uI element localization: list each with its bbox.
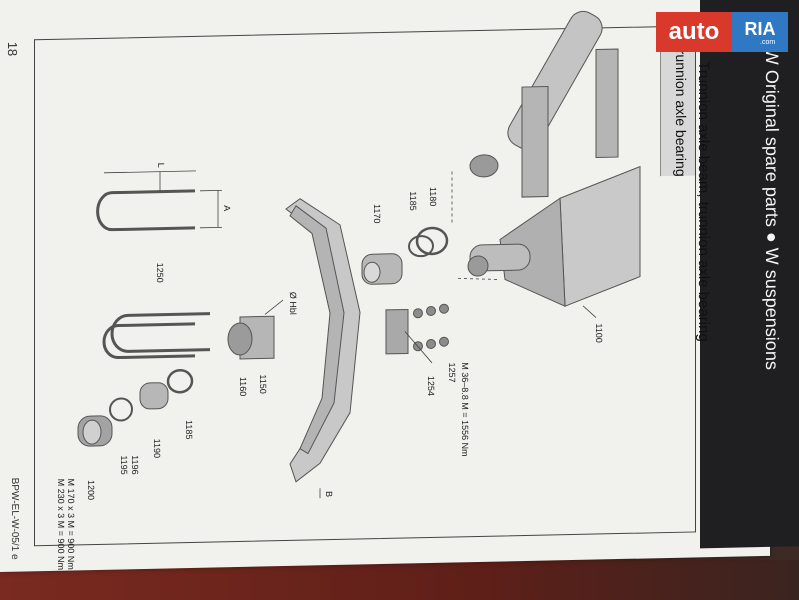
label-1200: 1200 xyxy=(86,480,96,500)
label-1196: 1196 xyxy=(130,455,140,475)
bushing-1170 xyxy=(361,253,403,285)
u-bolt-dimensioned xyxy=(96,189,195,232)
label-1257: 1257 xyxy=(447,362,457,382)
label-1185-lower: 1185 xyxy=(184,420,194,440)
dim-hbl: Ø Hbl xyxy=(288,292,298,315)
bearing-1190 xyxy=(139,382,169,410)
label-1100: 1100 xyxy=(594,323,604,343)
label-1254: 1254 xyxy=(426,376,436,396)
nut-1200 xyxy=(77,415,113,447)
dim-L: L xyxy=(156,163,166,168)
trunnion-beam-upper xyxy=(469,10,619,198)
trunnion-beam-lower xyxy=(467,165,641,307)
dim-B: B xyxy=(324,491,334,497)
label-1190: 1190 xyxy=(152,439,162,459)
label-1170: 1170 xyxy=(372,204,382,224)
label-1195: 1195 xyxy=(119,455,129,475)
header-band xyxy=(700,0,799,549)
exploded-parts-drawing: 1100 1180 1185 1170 1250 1254 1257 1150 … xyxy=(56,10,641,570)
label-1250: 1250 xyxy=(155,263,165,283)
catalog-page: BPW Original spare parts ● W suspensions… xyxy=(0,0,799,573)
label-1150: 1150 xyxy=(258,374,268,394)
logo-auto-text: auto xyxy=(656,12,732,52)
torque-m170: M 170 x 3 M = 900 Nm xyxy=(66,478,76,569)
torque-m36: M 36–8.8 M = 1556 Nm xyxy=(460,362,470,457)
leaf-spring xyxy=(285,198,361,483)
clamp-1150 xyxy=(227,315,275,360)
nuts-1257 xyxy=(413,303,449,352)
logo-ria-text: RIA xyxy=(732,12,788,52)
dim-A: A xyxy=(222,205,232,211)
logo-com-text: .com xyxy=(760,39,776,46)
label-1180: 1180 xyxy=(428,187,438,207)
torque-m230: M 230 x 3 M = 900 Nm xyxy=(56,479,66,570)
band-title: BPW Original spare parts ● W suspensions xyxy=(762,23,782,371)
autoria-logo: auto RIA .com xyxy=(656,12,788,52)
label-1160: 1160 xyxy=(238,377,248,397)
plate-1254 xyxy=(385,308,409,355)
u-bolts-1250 xyxy=(102,312,210,360)
label-1185-upper: 1185 xyxy=(408,191,418,211)
